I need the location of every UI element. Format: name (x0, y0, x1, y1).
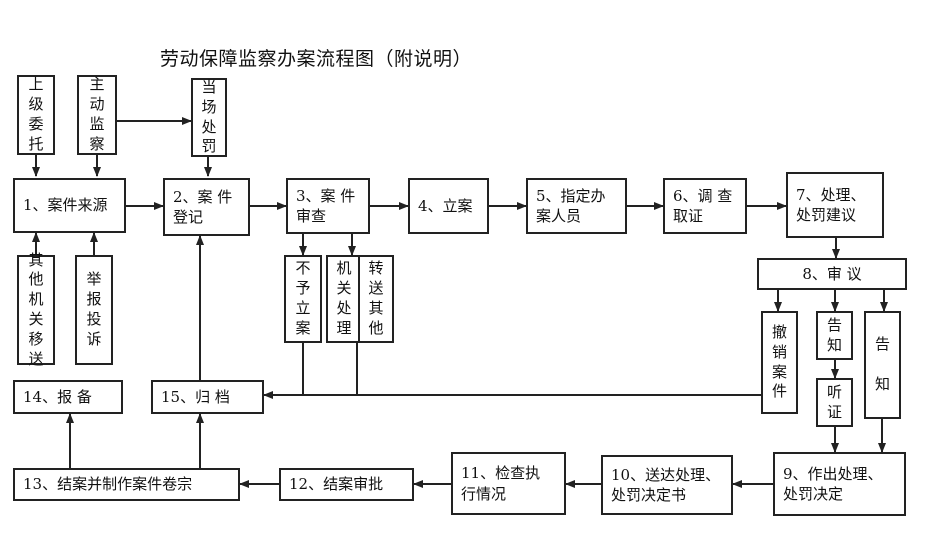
node-dangchang-chufa: 当 场 处 罚 (191, 78, 227, 157)
node-label: 5、指定办 案人员 (536, 186, 606, 225)
page-title: 劳动保障监察办案流程图（附说明） (160, 48, 473, 70)
node-3-case-review: 3、案 件 审查 (286, 178, 370, 234)
node-label: 举 报 投 诉 (86, 270, 102, 348)
node-gaozhi-1: 告 知 (816, 311, 853, 360)
node-1-case-source: 1、案件来源 (13, 178, 126, 233)
node-label: 15、归 档 (161, 387, 230, 406)
node-10-deliver-decision: 10、送达处理、 处罚决定书 (601, 455, 733, 515)
node-label: 8、审 议 (802, 264, 862, 283)
node-label: 1、案件来源 (23, 196, 108, 215)
node-label: 转 送 其 他 (368, 259, 384, 337)
node-label: 撤 销 案 件 (771, 322, 787, 401)
node-shangji-weituo: 上 级 委 托 (17, 75, 55, 155)
node-tingzheng: 听 证 (816, 378, 853, 427)
node-chexiao-anjian: 撤 销 案 件 (761, 311, 798, 414)
node-label: 不 予 立 案 (295, 259, 311, 337)
node-buyu-lian: 不 予 立 案 (284, 255, 322, 343)
node-label: 4、立案 (418, 196, 473, 215)
node-label: 12、结案审批 (289, 475, 384, 494)
node-15-archive: 15、归 档 (151, 380, 264, 414)
node-8-deliberation: 8、审 议 (757, 258, 907, 290)
node-label: 听 证 (826, 382, 842, 421)
node-11-check-execution: 11、检查执 行情况 (451, 452, 566, 515)
node-label: 6、调 查 取证 (673, 186, 733, 225)
node-label: 主 动 监 察 (89, 75, 105, 153)
node-label: 7、处理、 处罚建议 (796, 185, 866, 224)
node-13-close-and-file: 13、结案并制作案件卷宗 (13, 468, 240, 501)
node-label: 14、报 备 (23, 387, 92, 406)
node-label: 13、结案并制作案件卷宗 (23, 475, 193, 494)
node-label: 9、作出处理、 处罚决定 (783, 464, 883, 503)
node-label: 告 知 (826, 315, 842, 354)
node-label: 告 知 (874, 335, 890, 393)
node-label: 其 他 机 关 移 送 (28, 250, 44, 368)
node-6-investigate: 6、调 查 取证 (663, 178, 747, 234)
node-jiguan-chuli: 机 关 处 理 (326, 255, 362, 343)
node-7-handling-proposal: 7、处理、 处罚建议 (786, 172, 884, 238)
node-label: 当 场 处 罚 (201, 77, 217, 156)
node-label: 机 关 处 理 (336, 259, 352, 337)
node-qita-jiguan-yisong: 其 他 机 关 移 送 (17, 251, 55, 368)
node-label: 10、送达处理、 处罚决定书 (611, 465, 721, 504)
node-9-decision: 9、作出处理、 处罚决定 (773, 452, 906, 516)
node-label: 上 级 委 托 (28, 75, 44, 153)
node-zhudong-jiancha: 主 动 监 察 (77, 75, 117, 155)
node-14-report: 14、报 备 (13, 380, 123, 414)
node-label: 3、案 件 审查 (296, 186, 356, 225)
node-gaozhi-2: 告 知 (864, 311, 901, 419)
node-zhuansong-qita: 转 送 其 他 (358, 255, 394, 343)
node-12-closing-approval: 12、结案审批 (279, 468, 414, 501)
node-2-case-register: 2、案 件 登记 (163, 178, 250, 236)
node-jubao-tousu: 举 报 投 诉 (75, 255, 113, 365)
node-label: 11、检查执 行情况 (461, 464, 541, 503)
node-4-file-case: 4、立案 (408, 178, 489, 234)
node-5-assign-staff: 5、指定办 案人员 (526, 178, 627, 234)
node-label: 2、案 件 登记 (173, 187, 233, 226)
